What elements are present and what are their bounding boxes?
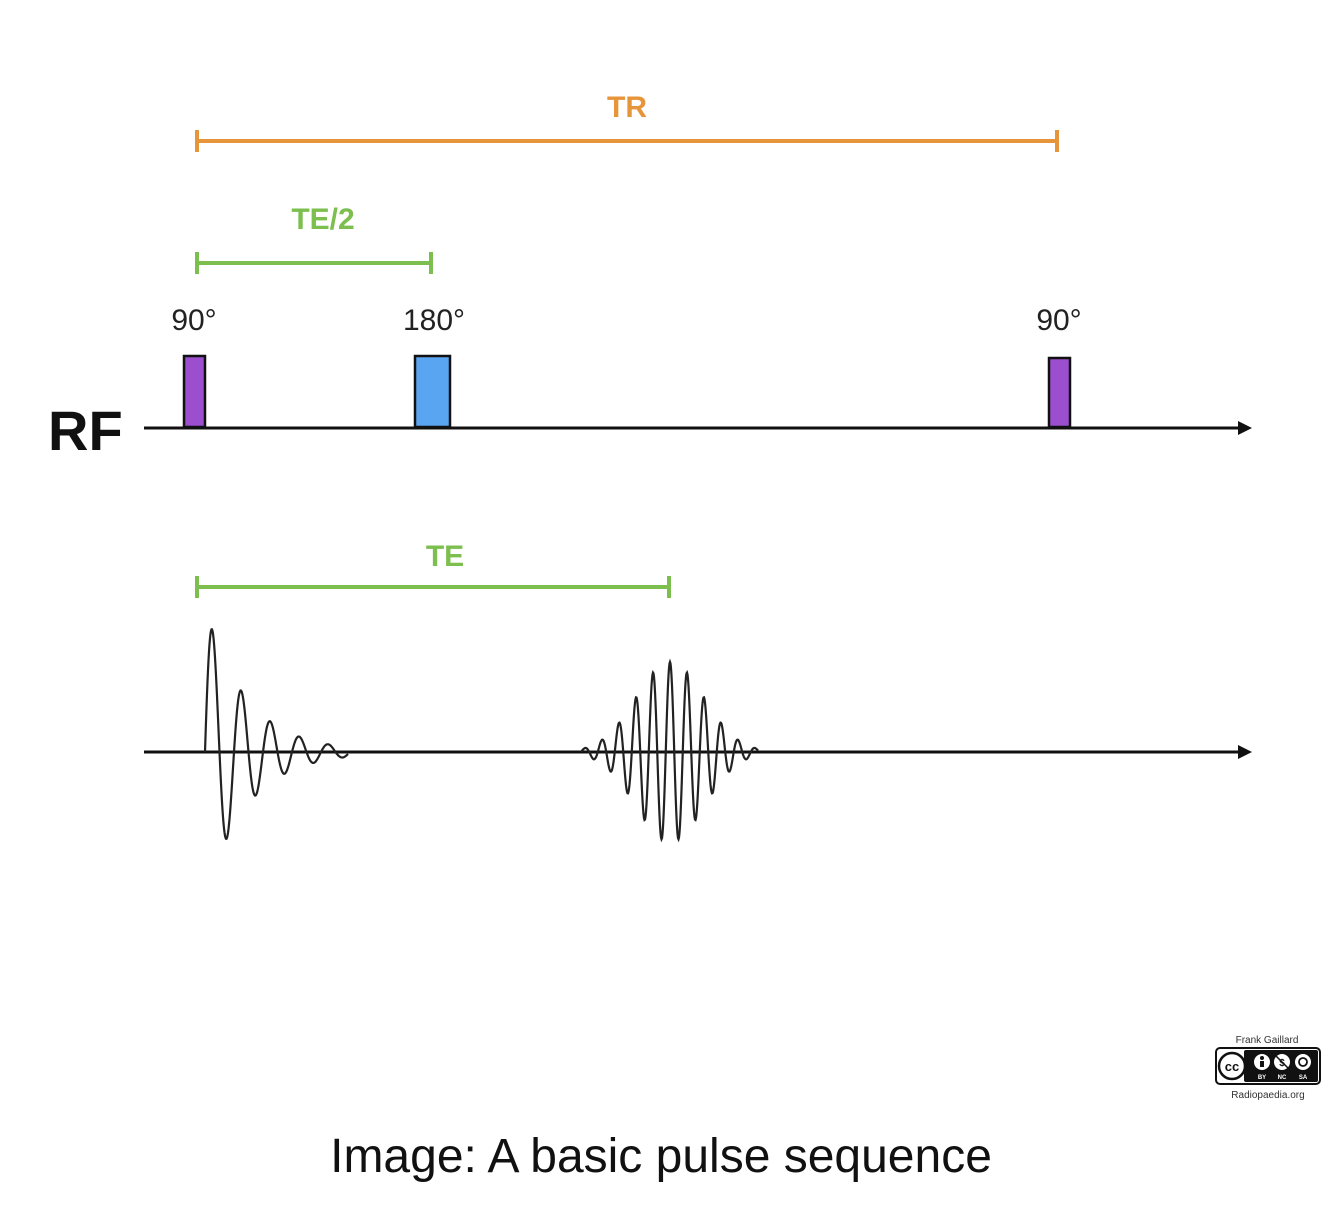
rf-axis-label: RF — [48, 399, 123, 462]
fid-waveform — [203, 628, 349, 840]
te-label: TE — [426, 540, 464, 573]
license-term-sa: SA — [1299, 1075, 1308, 1081]
license-term-nc: NC — [1278, 1075, 1287, 1081]
pulse-180 — [413, 354, 452, 429]
rf-axis — [144, 421, 1252, 435]
pulse-180-label: 180° — [403, 304, 465, 337]
pulse-90-second — [1047, 356, 1072, 429]
license-term-by: BY — [1258, 1075, 1266, 1081]
signal-axis — [144, 745, 1252, 759]
cc-license-badge: Frank Gaillard cc $ BY NC SA Radiopaedia… — [1215, 1035, 1321, 1101]
te-half-label: TE/2 — [291, 203, 354, 236]
license-site: Radiopaedia.org — [1231, 1090, 1304, 1101]
tr-bracket — [195, 130, 1059, 152]
license-author: Frank Gaillard — [1236, 1035, 1299, 1046]
figure-caption: Image: A basic pulse sequence — [330, 1130, 992, 1183]
te-bracket — [195, 576, 671, 598]
svg-text:$: $ — [1279, 1058, 1285, 1069]
pulse-90-second-label: 90° — [1036, 304, 1081, 337]
te-half-bracket — [195, 252, 433, 274]
pulse-90-first — [182, 354, 207, 429]
sa-sharealike-icon — [1295, 1054, 1311, 1070]
cc-logo-icon — [1217, 1051, 1247, 1081]
pulse-90-first-label: 90° — [171, 304, 216, 337]
spin-echo-waveform — [580, 658, 759, 843]
tr-label: TR — [607, 91, 647, 124]
cc-logo-text: cc — [1225, 1059, 1239, 1074]
